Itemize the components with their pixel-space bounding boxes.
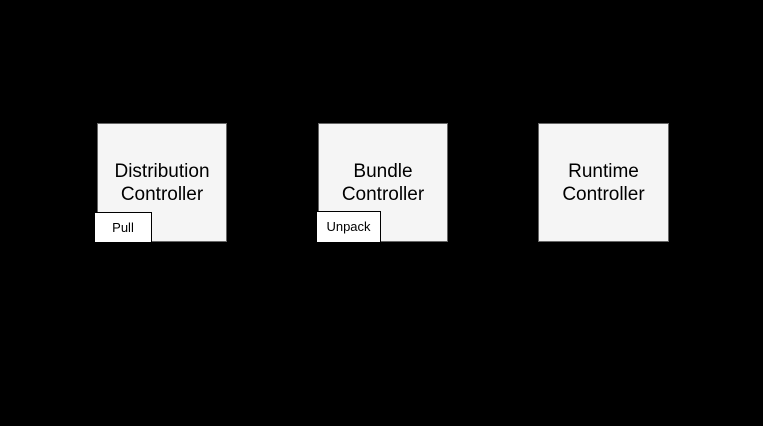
node-distribution-controller: Distribution Controller Pull	[94, 123, 227, 243]
node-runtime-controller: Runtime Controller	[538, 123, 669, 242]
pull-badge: Pull	[94, 211, 152, 243]
unpack-badge-label: Unpack	[326, 219, 371, 234]
unpack-badge: Unpack	[316, 210, 381, 243]
node-bundle-controller: Bundle Controller Unpack	[316, 123, 448, 243]
node-bundle-controller-label: Bundle Controller	[341, 160, 425, 205]
node-distribution-controller-label: Distribution Controller	[114, 160, 210, 205]
pull-badge-label: Pull	[112, 219, 134, 235]
node-runtime-controller-label: Runtime Controller	[562, 160, 645, 205]
